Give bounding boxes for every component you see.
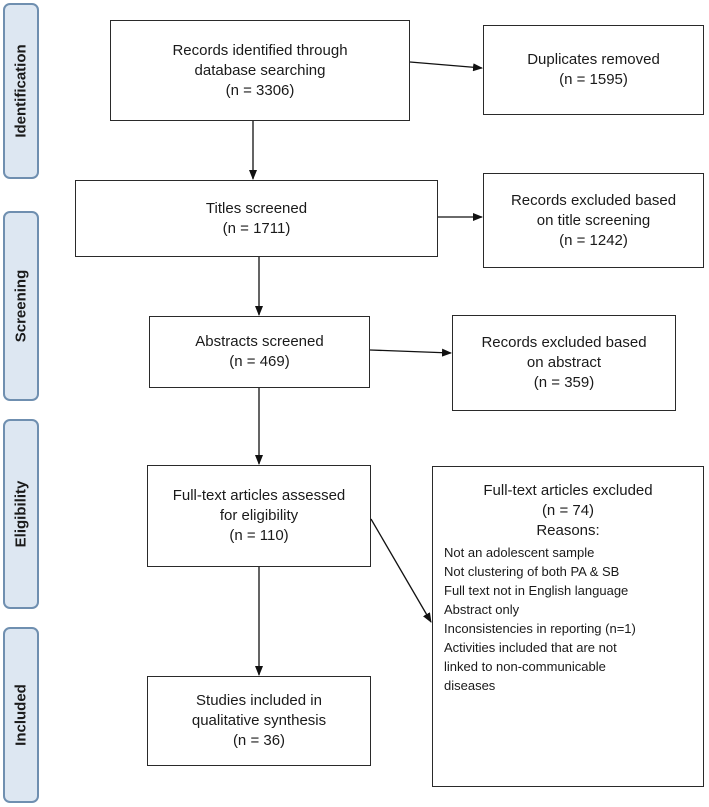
box-count: (n = 110) <box>229 527 289 544</box>
box-line: Studies included in <box>196 692 322 709</box>
box-line: for eligibility <box>219 507 299 524</box>
box-count: (n = 469) <box>229 353 290 370</box>
exclusion-reason: Not an adolescent sample <box>444 545 595 560</box>
exclusion-reason: Inconsistencies in reporting (n=1) <box>444 621 636 636</box>
arrow-identified-to-duplicates <box>409 61 483 72</box>
exclusion-reason: linked to non-communicable <box>444 659 606 674</box>
fulltext-excluded-box: Full-text articles excluded (n = 74) Rea… <box>432 466 704 787</box>
box-count: (n = 36) <box>232 732 286 749</box>
box-line: Abstracts screened <box>195 333 324 350</box>
box-count: (n = 3306) <box>225 81 295 99</box>
box-line: Records identified through <box>172 41 348 59</box>
box-line: on title screening <box>536 211 651 229</box>
records-identified-box: Records identified through database sear… <box>110 20 410 121</box>
box-count: (n = 1242) <box>559 231 628 249</box>
exclusion-reason: Not clustering of both PA & SB <box>444 564 620 579</box>
phase-identification: Identification <box>3 3 39 179</box>
exclusion-reason: diseases <box>444 678 496 693</box>
titles-screened-box: Titles screened (n = 1711) <box>75 180 438 257</box>
fulltext-assessed-box: Full-text articles assessed for eligibil… <box>147 465 371 567</box>
phase-eligibility: Eligibility <box>3 419 39 609</box>
box-line: qualitative synthesis <box>191 712 327 729</box>
box-line: Titles screened <box>205 199 308 217</box>
box-line: database searching <box>194 61 326 79</box>
box-line: Full-text articles excluded <box>483 482 653 499</box>
exclusion-reason: Abstract only <box>444 602 520 617</box>
studies-included-box: Studies included in qualitative synthesi… <box>147 676 371 766</box>
reasons-heading: Reasons: <box>536 522 600 539</box>
box-line: Full-text articles assessed <box>172 487 346 504</box>
box-line: Records excluded based <box>481 334 647 351</box>
arrow-fulltext-to-excluded <box>370 518 432 623</box>
fulltext-excluded-header: Full-text articles excluded (n = 74) Rea… <box>433 467 703 541</box>
exclusion-reason: Full text not in English language <box>444 583 629 598</box>
box-count: (n = 1595) <box>559 71 628 88</box>
duplicates-removed-box: Duplicates removed (n = 1595) <box>483 25 704 115</box>
phase-screening: Screening <box>3 211 39 401</box>
exclusion-reasons-list: Not an adolescent sample Not clustering … <box>433 543 703 695</box>
box-count: (n = 359) <box>533 374 595 391</box>
arrow-abstracts-to-excluded <box>369 348 452 357</box>
box-line: on abstract <box>526 354 602 371</box>
excluded-abstract-box: Records excluded based on abstract (n = … <box>452 315 676 411</box>
excluded-title-box: Records excluded based on title screenin… <box>483 173 704 268</box>
box-line: Records excluded based <box>510 191 677 209</box>
exclusion-reason: Activities included that are not <box>444 640 617 655</box>
phase-included: Included <box>3 627 39 803</box>
abstracts-screened-box: Abstracts screened (n = 469) <box>149 316 370 388</box>
box-line: Duplicates removed <box>527 51 660 68</box>
box-count: (n = 74) <box>541 502 595 519</box>
box-count: (n = 1711) <box>222 219 291 237</box>
